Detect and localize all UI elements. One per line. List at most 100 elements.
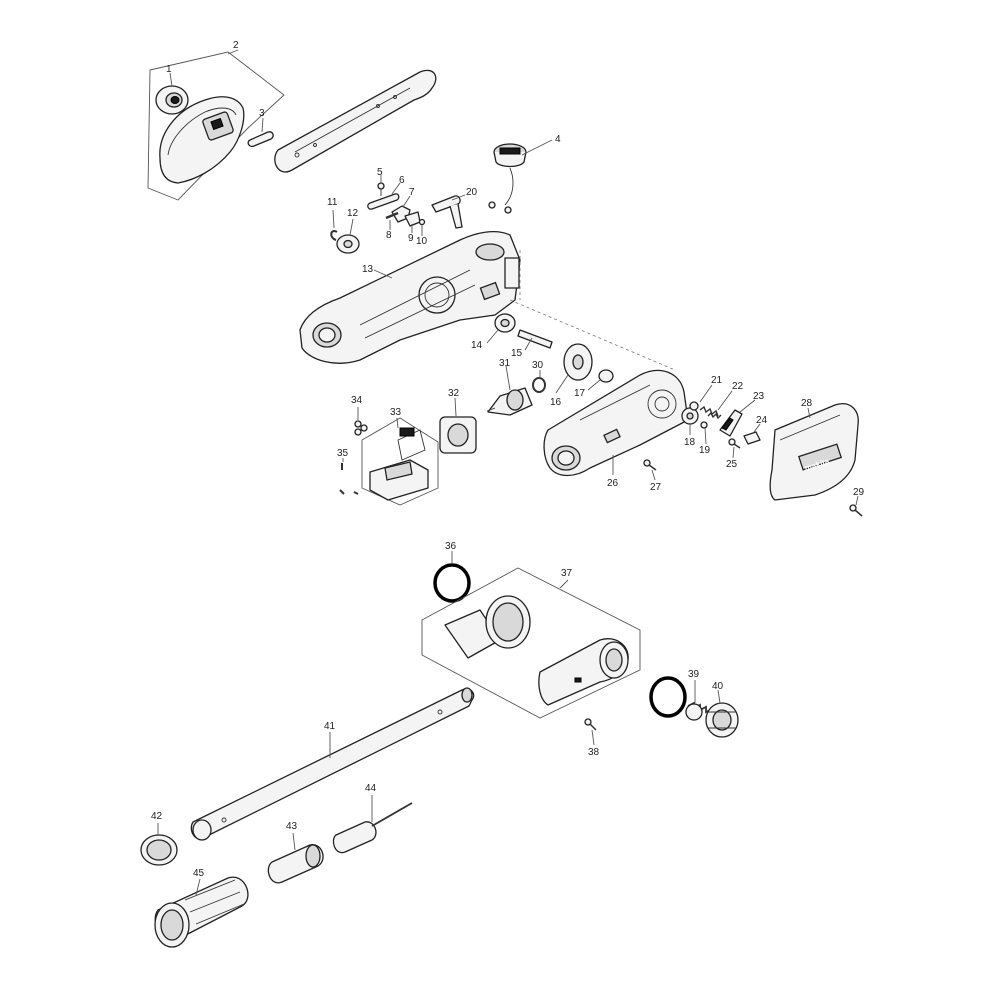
leader-15 [524, 337, 533, 351]
part-32-stator [439, 416, 477, 454]
callout-40: 40 [712, 681, 724, 692]
callout-11: 11 [327, 197, 338, 208]
callout-25: 25 [726, 459, 738, 470]
leader-12 [349, 218, 354, 236]
leader-17 [587, 379, 601, 391]
callout-36: 36 [445, 541, 457, 552]
leader-22 [717, 390, 733, 411]
callout-20: 20 [466, 187, 478, 198]
callout-2: 2 [233, 40, 239, 51]
callout-labels: 1 2 3 4 5 6 7 8 9 10 11 12 13 14 15 16 1… [151, 40, 865, 879]
callout-34: 34 [351, 395, 363, 406]
part-19-pin [700, 421, 708, 429]
leader-38 [591, 729, 595, 746]
part-2-sprocket-cover [159, 96, 245, 184]
part-21-spring [689, 401, 719, 417]
leader-14 [486, 329, 499, 344]
part-10-spring [418, 218, 426, 226]
callout-10: 10 [416, 236, 428, 247]
callout-33: 33 [390, 407, 402, 418]
part-28-rear-cover [769, 403, 859, 501]
callout-39: 39 [688, 669, 700, 680]
leader-37 [559, 579, 569, 589]
part-24-lever [743, 431, 761, 445]
part-42-ring [140, 834, 178, 866]
leader-31 [505, 365, 511, 391]
group-box-chain-cover [147, 51, 285, 201]
part-5-screw [377, 182, 385, 196]
leader-25 [732, 446, 735, 459]
group-box-controller [361, 417, 439, 506]
callout-38: 38 [588, 747, 600, 758]
callout-28: 28 [801, 398, 813, 409]
part-36-oring [433, 563, 471, 603]
part-1-sprocket-nut [155, 85, 189, 115]
callout-43: 43 [286, 821, 298, 832]
callout-45: 45 [193, 868, 205, 879]
callout-7: 7 [409, 187, 415, 198]
callout-1: 1 [166, 64, 172, 75]
callout-23: 23 [753, 391, 765, 402]
part-30-oring [532, 377, 546, 393]
callout-27: 27 [650, 482, 662, 493]
leader-33 [396, 417, 399, 429]
leader-40 [717, 689, 721, 704]
callout-32: 32 [448, 388, 460, 399]
part-44-drive-shaft [332, 802, 413, 854]
part-34-screws [354, 420, 368, 436]
leader-29 [855, 495, 859, 506]
part-27-screw [643, 459, 657, 471]
callout-19: 19 [699, 445, 711, 456]
leader-21 [699, 384, 713, 403]
group-box-joint [421, 567, 641, 719]
callout-18: 18 [684, 437, 696, 448]
part-45-grip-nut [154, 876, 249, 948]
callout-35: 35 [337, 448, 349, 459]
part-38-screw [584, 718, 597, 731]
callout-21: 21 [711, 375, 723, 386]
part-8-pin [385, 211, 399, 220]
callout-29: 29 [853, 487, 865, 498]
part-11-clip [330, 230, 338, 241]
leader-13 [373, 269, 393, 279]
leader-4 [521, 139, 553, 156]
callout-13: 13 [362, 264, 374, 275]
leader-3 [261, 117, 264, 133]
part-26-gear-housing [543, 369, 689, 477]
callout-22: 22 [732, 381, 744, 392]
leader-11 [332, 209, 335, 229]
part-13-motor-housing [299, 231, 521, 364]
callout-31: 31 [499, 358, 511, 369]
callout-24: 24 [756, 415, 768, 426]
part-15-shaft [517, 329, 553, 349]
part-25-screw [728, 438, 741, 449]
leader-6 [391, 182, 401, 195]
part-14-bearing [494, 313, 516, 333]
part-40-knob [705, 702, 739, 738]
part-29-screw [849, 504, 863, 517]
callout-12: 12 [347, 208, 359, 219]
callout-41: 41 [324, 721, 336, 732]
part-43-collet [267, 844, 324, 884]
leader-7 [402, 195, 411, 208]
part-12-sprocket [336, 234, 360, 254]
leader-1 [169, 72, 173, 87]
leader-32 [454, 397, 457, 417]
part-33-controller [369, 427, 429, 501]
part-3-plate [247, 131, 274, 148]
callout-8: 8 [386, 230, 392, 241]
callout-16: 16 [550, 397, 562, 408]
callout-3: 3 [259, 108, 265, 119]
callout-9: 9 [408, 233, 414, 244]
leader-28 [807, 407, 811, 419]
part-22-spring [707, 411, 722, 420]
guide-bar [274, 69, 437, 173]
callout-6: 6 [399, 175, 405, 186]
callout-17: 17 [574, 388, 586, 399]
leader-23 [739, 399, 756, 413]
part-17-washer [598, 369, 614, 383]
part-41-pole-tube [190, 687, 475, 841]
callout-5: 5 [377, 167, 383, 178]
callout-14: 14 [471, 340, 483, 351]
